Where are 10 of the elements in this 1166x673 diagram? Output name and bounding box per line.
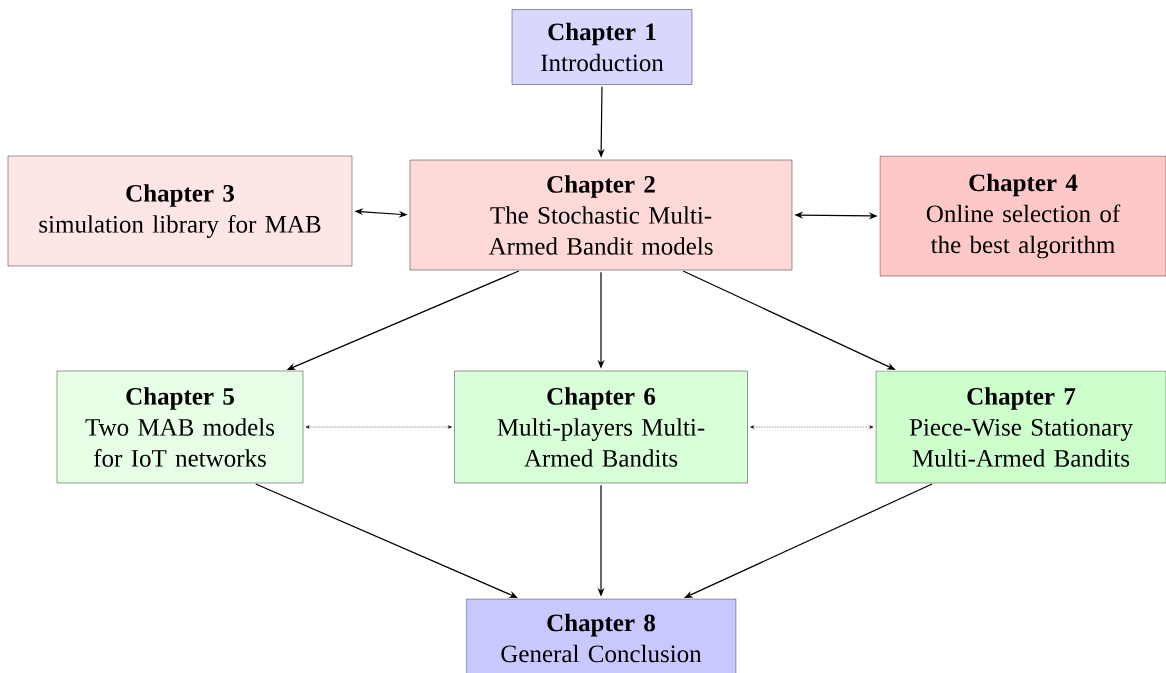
arrow — [750, 425, 874, 429]
chapter-box: Chapter 5 Two MAB models for IoT networks — [56, 370, 304, 484]
chapter-box: Chapter 4 Online selection of the best algorithm — [879, 155, 1166, 277]
arrow — [305, 425, 452, 429]
chapter-box: Chapter 1 Introduction — [511, 9, 693, 85]
chapter-box: Chapter 2 The Stochastic Multi-Armed Bandit models — [409, 159, 793, 271]
chapter-box: Chapter 7 Piece-Wise Stationary Multi-Armed Bandits — [875, 370, 1166, 484]
chapter-box: Chapter 3 simulation library for MAB — [7, 155, 353, 267]
chapter-box: Chapter 6 Multi-players Multi-Armed Bandits — [454, 370, 748, 484]
chapter-box: Chapter 8 General Conclusion — [465, 598, 737, 673]
